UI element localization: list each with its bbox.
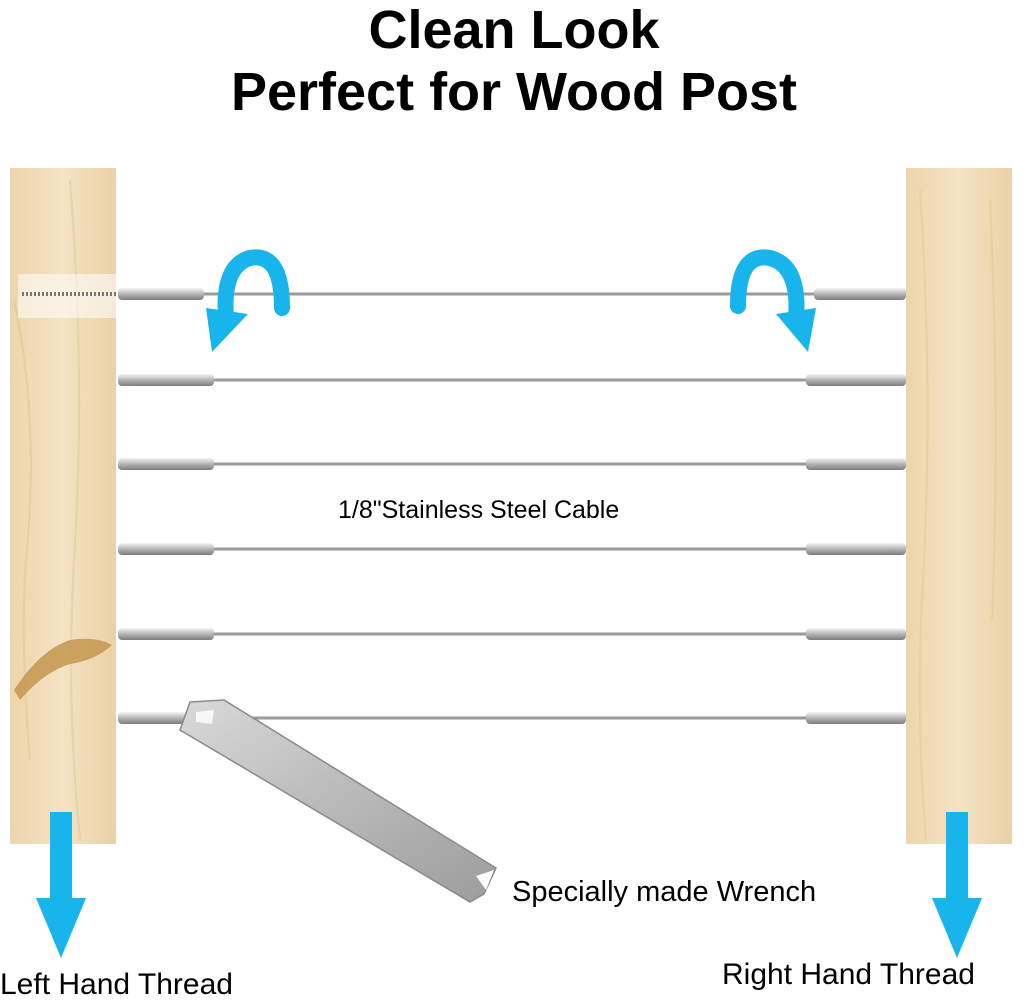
- title-line-2: Perfect for Wood Post: [230, 62, 798, 122]
- cable-3: [118, 458, 906, 470]
- curved-arrow-counterclockwise-icon: [206, 249, 290, 352]
- wrench-label: Specially made Wrench: [512, 876, 817, 908]
- cable-5: [118, 628, 906, 640]
- arrow-down-icon: [36, 812, 86, 958]
- wood-knot: [14, 638, 112, 700]
- right-thread-label: Right Hand Thread: [722, 958, 975, 991]
- left-thread-label: Left Hand Thread: [0, 968, 233, 1001]
- title-line-1: Clean Look: [368, 0, 660, 60]
- wrench: [179, 699, 497, 903]
- left-wood-post: [10, 168, 116, 844]
- cable-1: [22, 288, 906, 300]
- cable-label: 1/8"Stainless Steel Cable: [338, 496, 620, 524]
- cable-2: [118, 374, 906, 386]
- arrow-down-icon: [932, 812, 982, 958]
- curved-arrow-clockwise-icon: [730, 249, 816, 352]
- cable-4: [118, 543, 906, 555]
- right-wood-post: [906, 168, 1012, 844]
